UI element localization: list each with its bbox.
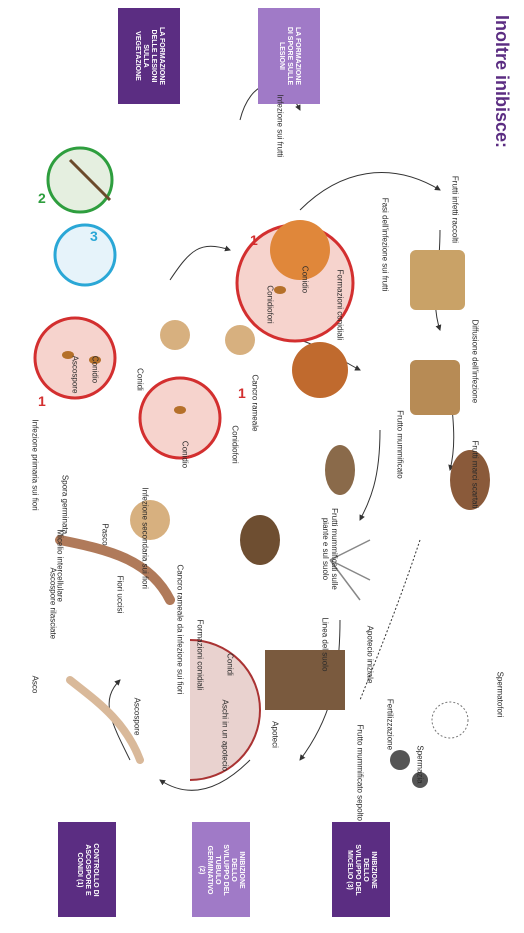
label-ascospore: Ascospore — [133, 692, 142, 742]
marker-1-frutti: 1 — [250, 232, 258, 248]
label-fasi-infezione: Fasi dell'infezione sui frutti — [381, 190, 390, 300]
label-formazioni-conidiali-2: Formazioni conidiali — [336, 270, 345, 340]
label-conidio-3: Conidio — [301, 260, 310, 300]
label-fiori-uccisi: Fiori uccisi — [116, 570, 125, 620]
label-diffusione: Diffusione dell'infezione — [471, 320, 480, 390]
label-spora-germinata: Spora germinata — [61, 475, 70, 535]
label-frutto-mummificato: Frutto mummificato — [396, 405, 405, 485]
label-infezione-primaria: Infezione primaria sui fiori — [31, 420, 40, 490]
label-micelio: Micelio intercellulare — [56, 530, 65, 600]
label-spermazia: Spermazia — [416, 740, 425, 790]
label-pasco: Pasco — [101, 520, 110, 550]
label-spermatofori: Spermatofori — [496, 660, 505, 730]
page-title: Inoltre inibisce: — [480, 15, 510, 95]
label-infezione-secondaria: Infezione secondaria sui fiori — [141, 488, 150, 558]
bottom-box-micelio: INIBIZIONE DELLO SVILUPPO DEL MICELIO (3… — [332, 822, 390, 917]
label-asco: Asco — [31, 670, 40, 700]
marker-1-conidio: 1 — [238, 385, 246, 401]
label-conidio-2: Conidio — [181, 435, 190, 475]
bottom-box-controllo: CONTROLLO DI ASCOSPORE E CONIDI (1) — [58, 822, 116, 917]
label-conidi-2: Conidi — [226, 645, 235, 685]
label-conidi-1: Conidi — [136, 360, 145, 400]
label-conidiofori-1: Conidiofori — [231, 420, 240, 470]
label-conidio-1: Conidio — [91, 350, 100, 390]
label-apoteci: Apoteci — [271, 715, 280, 755]
label-fertilizzazione: Fertilizzazione — [386, 690, 395, 760]
marker-3: 3 — [90, 228, 98, 244]
top-box-lesioni: LA FORMAZIONE DELLE LESIONI SULLA VEGETA… — [118, 8, 180, 104]
label-ascospore-circle: Ascospore — [71, 350, 80, 400]
bottom-box-tubulo: INIBIZIONE DELLO SVILUPPO DEL TUBULO GER… — [192, 822, 250, 917]
label-formazioni-conidiali-1: Formazioni conidiali — [196, 620, 205, 690]
label-aschi: Aschi in un apotecio — [221, 700, 230, 760]
label-conidiofori-2: Conidiofori — [266, 280, 275, 330]
label-apotecio-iniziale: Apotecio iniziale — [366, 625, 375, 685]
marker-2: 2 — [38, 190, 46, 206]
label-frutti-infetti: Frutti infetti raccolti — [451, 175, 460, 245]
label-frutto-sepolto: Frutto mummificato sepolto — [356, 725, 365, 805]
label-linea-suolo: Linea del suolo — [321, 610, 330, 680]
marker-1-ascospore: 1 — [38, 393, 46, 409]
label-frutti-marci: Frutti marci scartati — [471, 430, 480, 520]
label-frutti-mummificati-piante: Frutti mummificati sulle piante e sul su… — [321, 499, 339, 599]
label-cancro-rameale: Cancro rameale — [251, 375, 260, 425]
top-box-spore: LA FORMAZIONE DI SPORE SULLE LESIONI — [258, 8, 320, 104]
label-infezione-frutti: Infezione sui frutti — [276, 95, 285, 155]
label-cancro-rameale-infezione: Cancro rameale da infezione sui fiori — [176, 565, 185, 635]
